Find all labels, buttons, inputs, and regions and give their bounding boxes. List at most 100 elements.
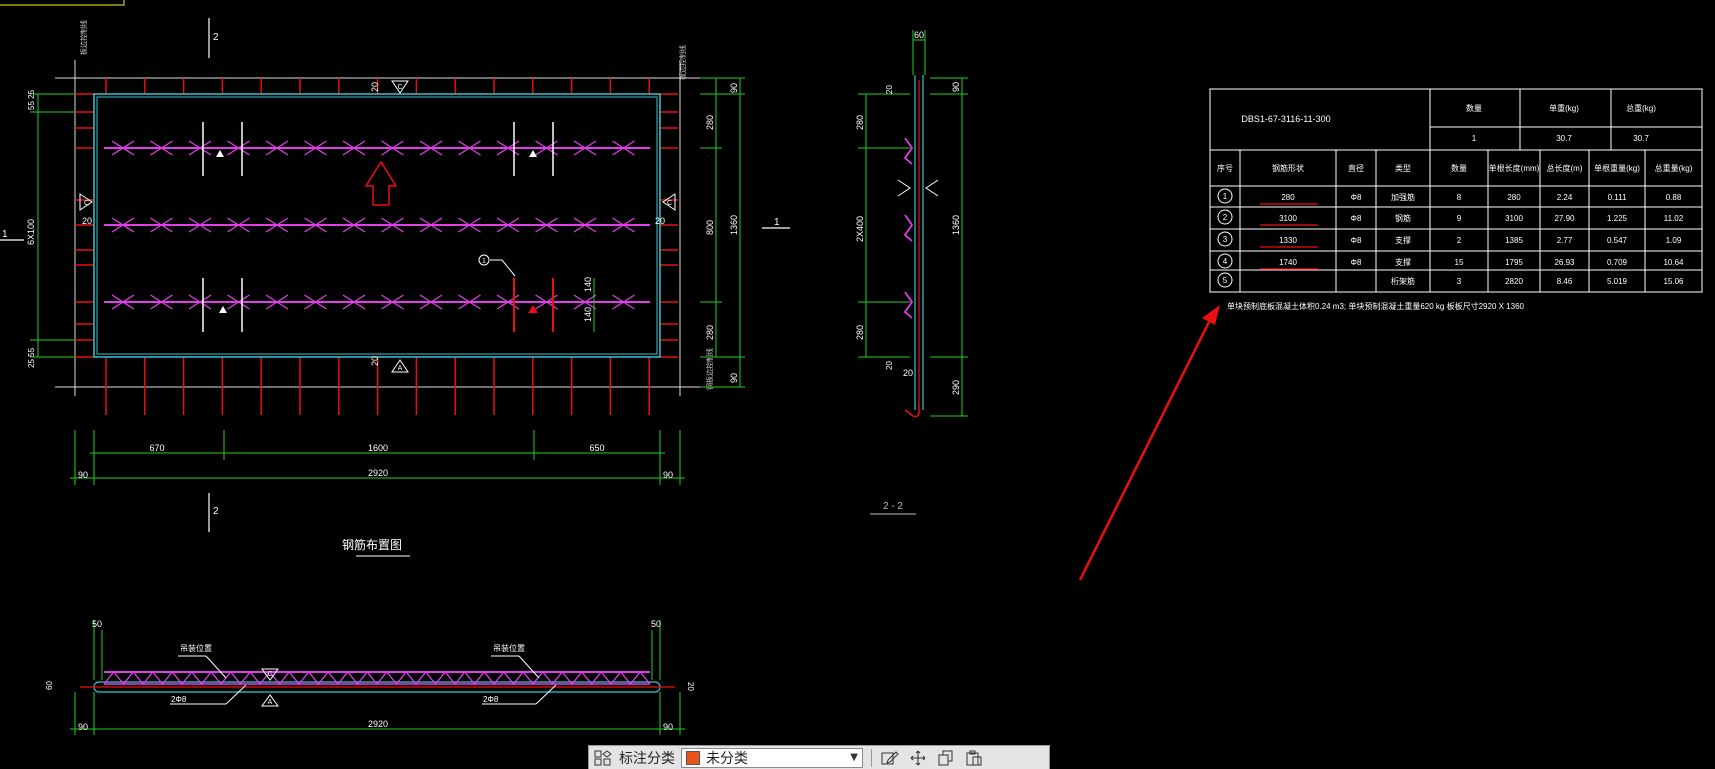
- svg-text:50: 50: [651, 619, 661, 629]
- section-mark-top: 2: [213, 32, 219, 43]
- rebar-table: DBS1-67-3116-11-300 数量 单重(kg) 总重(kg) 1 3…: [1209, 88, 1703, 311]
- section-1-1-truss: [103, 670, 651, 686]
- svg-text:1: 1: [1472, 134, 1477, 143]
- table-cell: 1385: [1505, 236, 1523, 245]
- side-note-left: 板边控制线: [79, 20, 88, 55]
- row-number: 3: [1223, 235, 1228, 244]
- table-cell: 2.77: [1557, 236, 1573, 245]
- svg-text:90: 90: [78, 470, 88, 480]
- table-cell: 280: [1281, 193, 1295, 202]
- truss-web: [419, 140, 443, 156]
- svg-text:20: 20: [903, 368, 913, 378]
- truss-web: [458, 294, 481, 310]
- truss-web: [111, 294, 135, 310]
- table-cell: 2820: [1505, 277, 1523, 286]
- svg-text:280: 280: [705, 115, 715, 130]
- svg-text:C: C: [667, 200, 672, 207]
- callout-1: 1: [482, 258, 486, 265]
- truss-web: [188, 140, 212, 156]
- truss-web: [111, 217, 135, 233]
- category-label: 标注分类: [619, 750, 675, 767]
- section-mark-right: 1: [774, 217, 780, 228]
- table-cell: 3: [1457, 277, 1462, 286]
- category-select[interactable]: 未分类 ▼: [681, 747, 863, 768]
- table-cell: 2: [1457, 236, 1462, 245]
- svg-text:30.7: 30.7: [1556, 134, 1572, 143]
- truss-web: [265, 140, 289, 156]
- selection-frame: [0, 0, 125, 6]
- table-cell: 1330: [1279, 236, 1297, 245]
- svg-text:20: 20: [655, 216, 665, 226]
- marker-a-bottom: A: [391, 359, 409, 373]
- table-header-cell: 类型: [1395, 163, 1411, 173]
- table-cell: 15.06: [1663, 277, 1684, 286]
- table-cell: 0.111: [1608, 193, 1627, 202]
- svg-text:280: 280: [705, 325, 715, 340]
- svg-text:280: 280: [855, 115, 865, 130]
- truss-web: [419, 294, 443, 310]
- svg-text:A: A: [398, 365, 403, 372]
- truss-web: [150, 140, 173, 156]
- svg-text:140: 140: [583, 277, 593, 292]
- section-truss: [903, 137, 914, 319]
- marker-c-top: C: [391, 80, 409, 94]
- table-cell: 0.709: [1607, 258, 1628, 267]
- table-cell: 支撑: [1395, 235, 1411, 245]
- table-cell: 1740: [1279, 258, 1297, 267]
- svg-text:30.7: 30.7: [1633, 134, 1649, 143]
- svg-text:2Φ8: 2Φ8: [171, 695, 187, 704]
- row-number-circle: [1217, 231, 1233, 247]
- svg-text:90: 90: [729, 83, 739, 93]
- truss-web: [304, 294, 327, 310]
- table-cell: 10.64: [1663, 258, 1684, 267]
- truss-web: [265, 217, 289, 233]
- rebar-stubs: [75, 78, 678, 415]
- category-select-value: 未分类: [706, 750, 748, 767]
- svg-text:50: 50: [92, 619, 102, 629]
- table-header-cell: 钢筋形状: [1272, 163, 1304, 173]
- truss-web: [612, 140, 635, 156]
- row-number-circle: [1217, 253, 1233, 269]
- table-cell: 8: [1457, 193, 1462, 202]
- truss-web: [381, 294, 404, 310]
- edit-icon[interactable]: [876, 747, 904, 769]
- row-number: 2: [1223, 213, 1228, 222]
- svg-text:90: 90: [78, 722, 88, 732]
- svg-text:吊装位置: 吊装位置: [493, 643, 525, 653]
- paste-icon[interactable]: [960, 747, 988, 769]
- truss-web: [419, 217, 443, 233]
- truss-web: [227, 140, 250, 156]
- truss-web: [150, 294, 173, 310]
- svg-text:总重(kg): 总重(kg): [1626, 103, 1656, 113]
- section-truss-web: [903, 291, 914, 319]
- table-cell: 桁架筋: [1391, 276, 1415, 286]
- plan-dims-left: 55 25 6X100 25 55: [26, 89, 75, 368]
- move-icon[interactable]: [904, 747, 932, 769]
- table-cell: 11.02: [1664, 214, 1684, 223]
- row-number: 4: [1223, 257, 1228, 266]
- svg-text:20: 20: [885, 361, 894, 370]
- table-code: DBS1-67-3116-11-300: [1241, 114, 1330, 124]
- table-cell: Φ8: [1351, 214, 1362, 223]
- plan-view: C A C C 1 140 140 20 20 20 20 1 1: [0, 18, 790, 557]
- svg-text:280: 280: [855, 325, 865, 340]
- table-cell: 2.24: [1557, 193, 1573, 202]
- row-number-circle: [1217, 272, 1233, 288]
- svg-text:6X100: 6X100: [26, 219, 36, 245]
- categories-icon[interactable]: [589, 747, 617, 769]
- row-number-circle: [1217, 209, 1233, 225]
- truss-zigzag: [103, 670, 651, 686]
- truss-web: [496, 217, 520, 233]
- section-2-2: 60 280 2X400 280 20 20 90 1360 290 20 2 …: [855, 30, 968, 515]
- copy-icon[interactable]: [932, 747, 960, 769]
- svg-text:55 25: 55 25: [27, 89, 36, 110]
- truss-web: [381, 217, 404, 233]
- svg-text:吊装位置: 吊装位置: [180, 643, 212, 653]
- table-cell: 280: [1507, 193, 1521, 202]
- table-border: [1209, 88, 1703, 293]
- svg-text:2920: 2920: [368, 719, 388, 729]
- table-cell: Φ8: [1351, 236, 1362, 245]
- svg-text:90: 90: [663, 722, 673, 732]
- svg-text:670: 670: [149, 443, 164, 453]
